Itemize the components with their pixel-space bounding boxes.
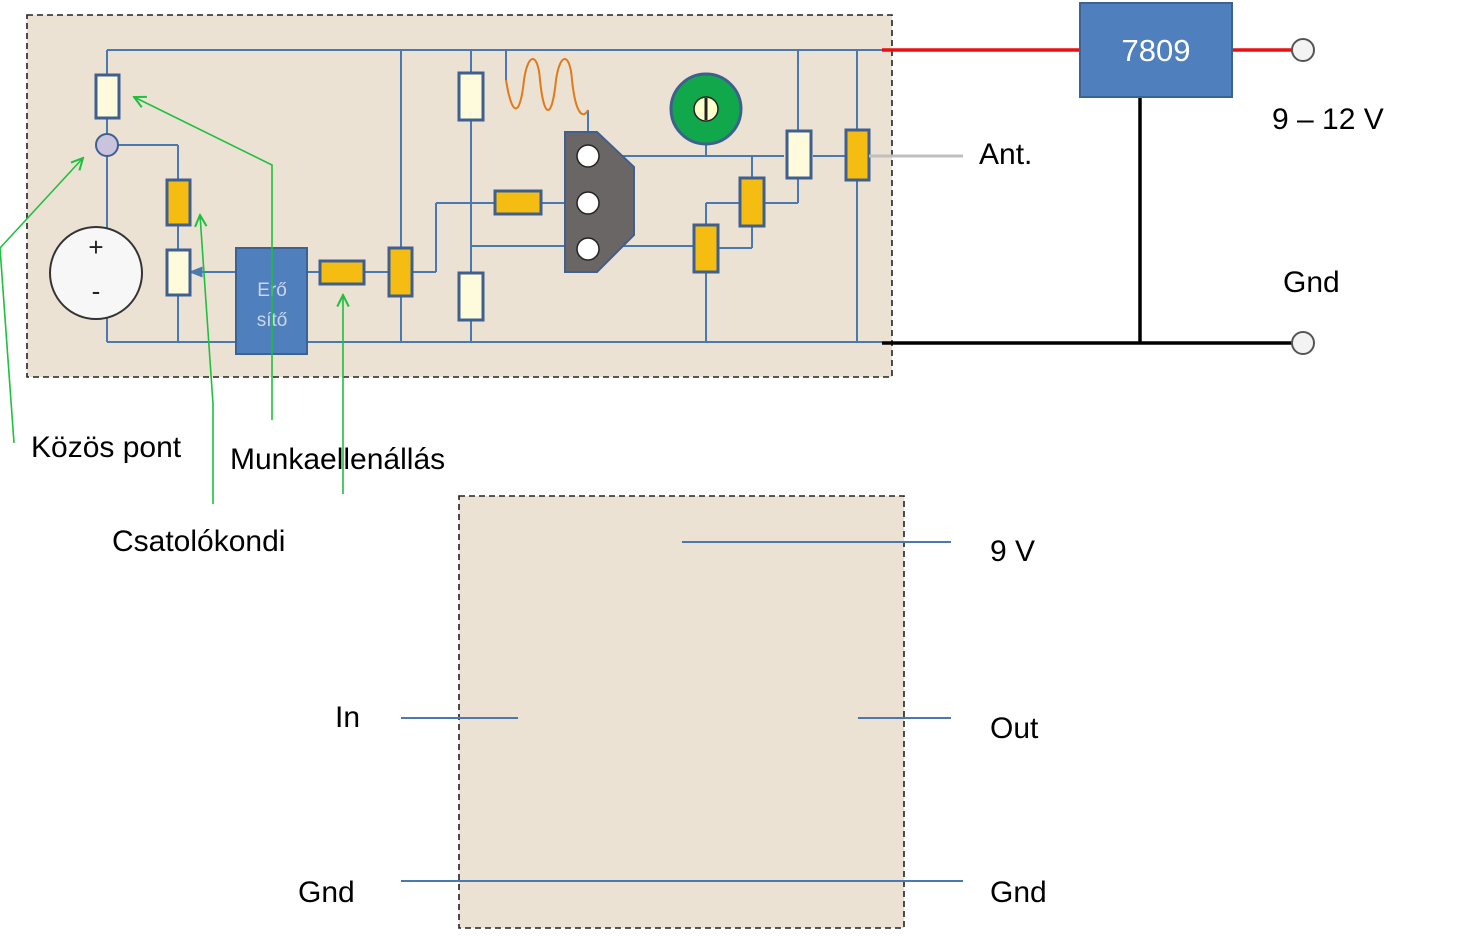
microphone-capsule: + - [49,226,143,320]
output-label: Out [990,712,1039,745]
inductor-coil [505,58,589,116]
resistor-top-left [94,73,121,120]
transistor [564,131,635,273]
ground-terminal [1291,331,1315,355]
voltage-regulator: 7809 [1079,2,1233,98]
resistor-output-white [785,129,813,180]
ground-label-top: Gnd [1283,266,1340,299]
working-resistor [318,259,366,286]
common-point-node [95,133,119,157]
supply-9v-label: 9 V [990,535,1035,568]
antenna-label: Ant. [979,138,1032,171]
resistor-emitter [692,223,720,274]
circuit-board-bottom [458,495,905,929]
bottom-wiring [401,541,963,882]
input-label: In [335,701,360,734]
resistor-base-top [457,71,485,122]
coupling-capacitor-arrow [200,215,214,504]
coupling-capacitor-label: Csatolókondi [112,525,285,558]
resistor-base-bottom [457,271,485,322]
resistor-base-series [493,189,543,216]
resistor-output-yellow [844,128,871,182]
regulator-label: 7809 [1122,33,1191,68]
minus-sign: - [92,276,101,306]
common-point-arrow [0,158,83,444]
ground-label-left: Gnd [298,876,355,909]
working-resistor-label: Munkaellenállás [230,443,445,476]
ground-label-right: Gnd [990,876,1047,909]
coupling-capacitor [165,178,192,227]
working-resistor-callout-arrow [134,97,273,420]
supply-voltage-label: 9 – 12 V [1272,103,1384,136]
resistor-vertical-mid [387,246,414,298]
trimmer-capacitor [669,72,743,146]
resistor-collector [738,176,766,228]
common-point-label: Közös pont [31,431,182,464]
resistor-bias-left [165,248,192,297]
plus-sign: + [88,232,103,262]
supply-terminal [1291,38,1315,62]
